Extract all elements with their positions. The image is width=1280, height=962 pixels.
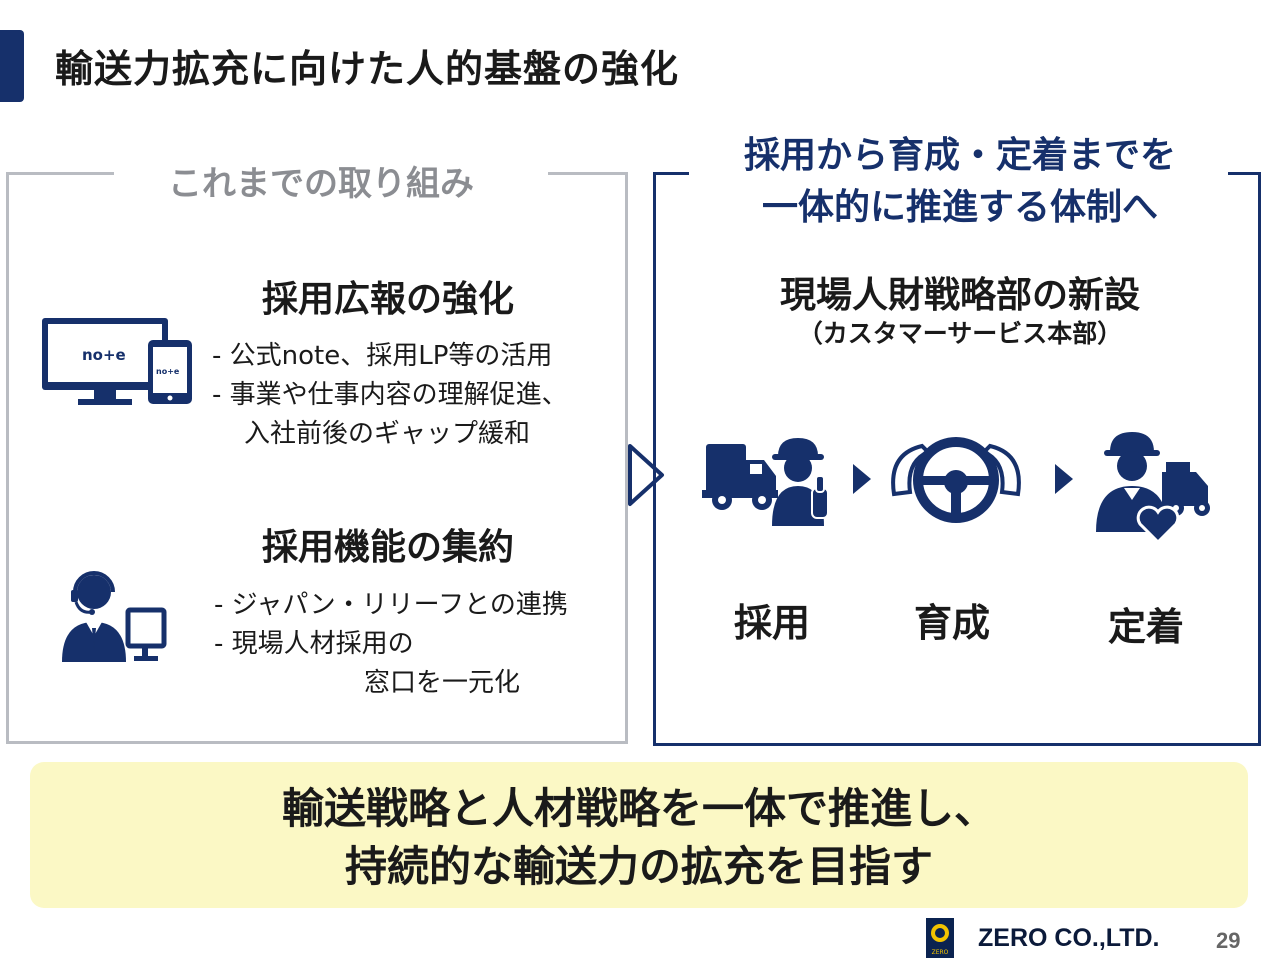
phone-note-text: no+e <box>156 367 180 376</box>
step-label-train: 育成 <box>914 601 991 645</box>
right-heading-line: 一体的に推進する体制へ <box>761 187 1158 228</box>
left-panel-heading: これまでの取り組み <box>168 164 474 204</box>
bullet-item: - 事業や仕事内容の理解促進、 <box>212 380 568 410</box>
department-name: 現場人財戦略部の新設 <box>779 275 1140 316</box>
page-number: 29 <box>1216 928 1241 953</box>
company-logo-mark: ZERO <box>931 924 949 956</box>
company-name: ZERO CO.,LTD. <box>978 924 1160 952</box>
left-panel-frame <box>6 172 628 744</box>
bullet-item: - ジャパン・リリーフとの連携 <box>214 590 568 620</box>
conclusion-line: 持続的な輸送力の拡充を目指す <box>344 842 933 891</box>
step-arrow-icon <box>853 464 871 494</box>
conclusion-text: 輸送戦略と人材戦略を一体で推進し、 持続的な輸送力の拡充を目指す <box>30 780 1248 896</box>
section-title-recruiting-consolidation: 採用機能の集約 <box>262 527 515 568</box>
left-panel-top-border <box>548 172 628 175</box>
steering-wheel-icon <box>891 437 1021 523</box>
step-label-recruit: 採用 <box>734 601 811 645</box>
driver-heart-truck-icon <box>1096 432 1210 544</box>
bullet-item: - 公式note、採用LP等の活用 <box>212 341 553 371</box>
truck-driver-thumbs-up-icon <box>702 438 829 526</box>
page-title: 輸送力拡充に向けた人的基盤の強化 <box>55 47 680 91</box>
step-label-retain: 定着 <box>1108 605 1185 649</box>
right-panel-frame <box>653 172 1261 746</box>
right-panel-top-border <box>1228 172 1261 175</box>
left-panel-top-border <box>6 172 114 175</box>
conclusion-box <box>30 762 1248 908</box>
bullet-item: 入社前後のギャップ緩和 <box>244 419 531 449</box>
bullet-item: - 現場人材採用の <box>214 629 414 659</box>
step-arrow-icon <box>1055 464 1073 494</box>
right-heading-line: 採用から育成・定着までを <box>743 135 1176 176</box>
section-title-recruiting-pr: 採用広報の強化 <box>262 279 515 320</box>
logo-text: ZERO <box>932 949 949 956</box>
call-center-operator-icon <box>62 571 167 662</box>
department-parent: （カスタマーサービス本部） <box>797 319 1123 348</box>
right-panel-top-border <box>653 172 689 175</box>
transition-arrow-icon <box>628 444 664 506</box>
conclusion-line: 輸送戦略と人材戦略を一体で推進し、 <box>281 784 996 833</box>
monitor-note-text: no+e <box>82 346 126 364</box>
company-logo: ZERO <box>926 918 954 958</box>
monitor-phone-icon: no+e no+e <box>42 318 192 405</box>
title-accent-bar <box>0 30 24 102</box>
bullet-item: 窓口を一元化 <box>364 668 521 698</box>
right-panel-heading: 採用から育成・定着までを 一体的に推進する体制へ <box>700 130 1220 234</box>
